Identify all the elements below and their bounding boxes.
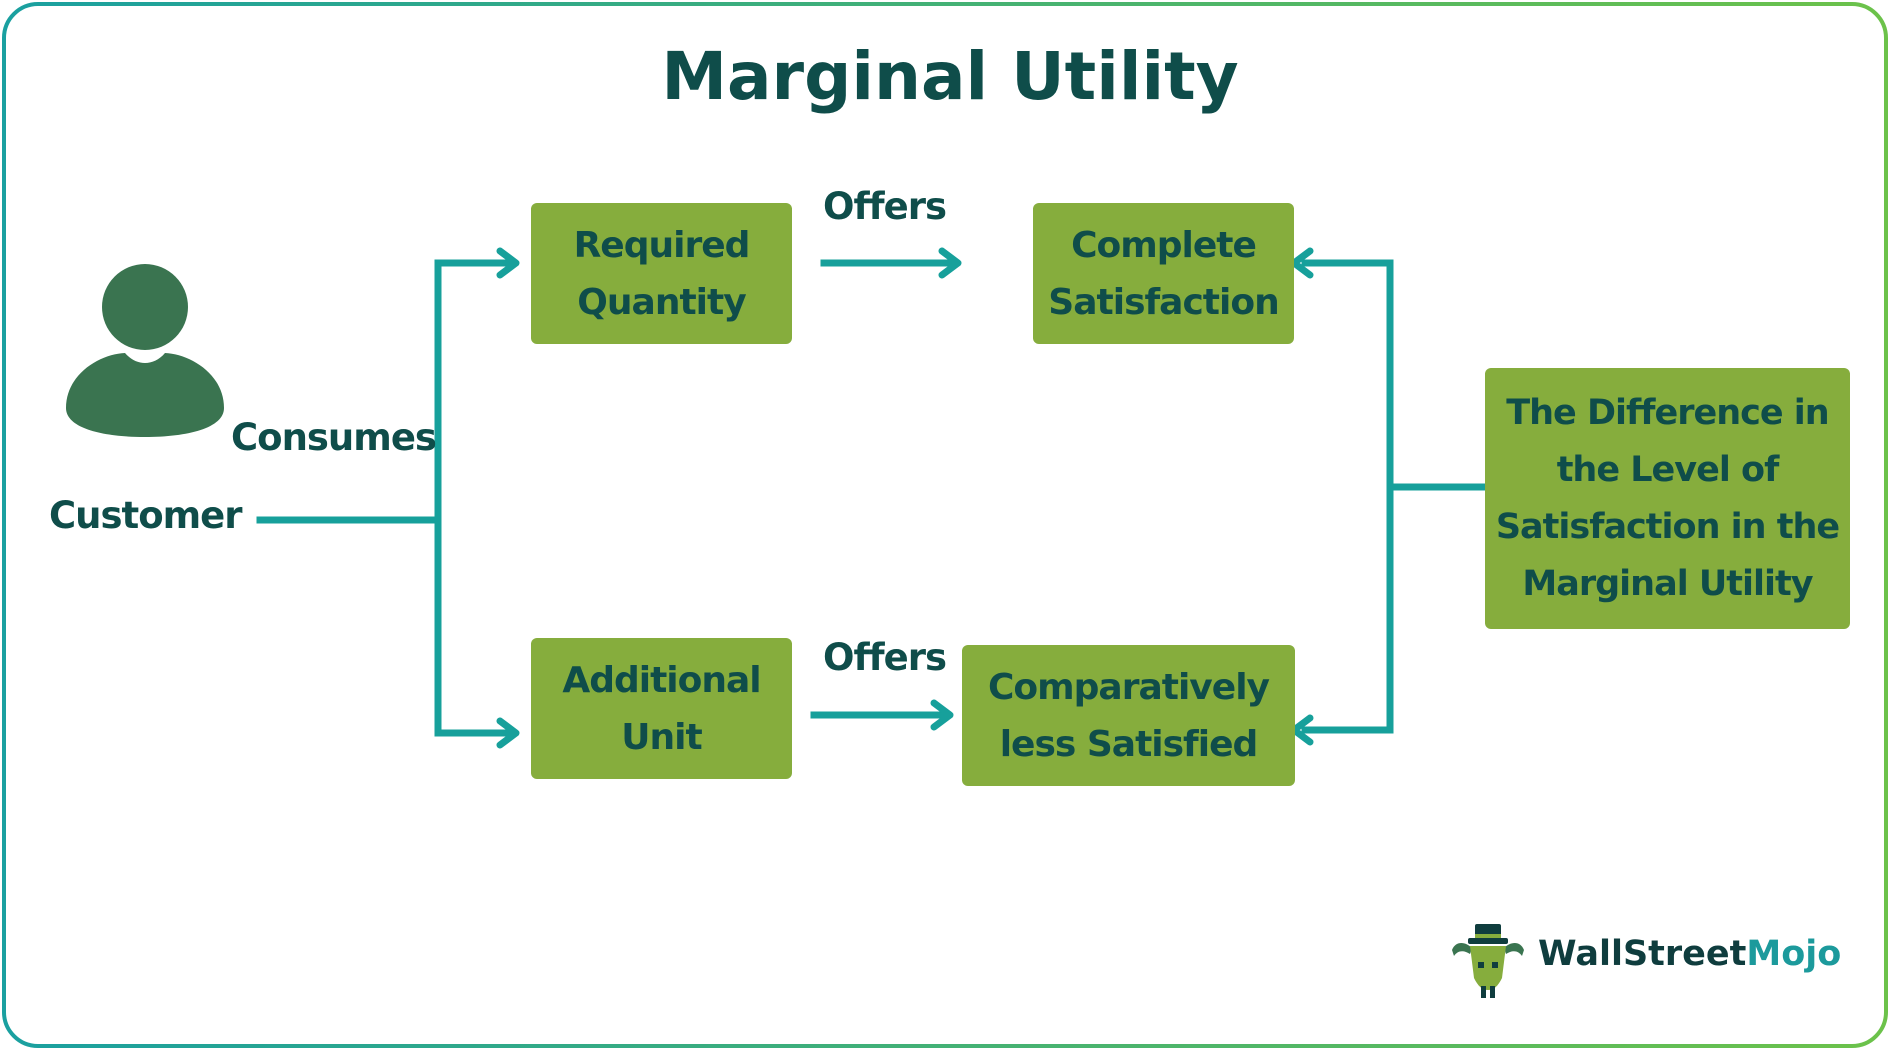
difference-in-satisfaction-box: The Difference in the Level of Satisfact…	[1485, 368, 1850, 629]
box-line: Complete	[1071, 224, 1257, 266]
arrow-from-difference-top	[1290, 247, 1314, 279]
bull-mascot-icon	[1452, 924, 1524, 998]
additional-unit-box: Additional Unit	[531, 638, 792, 779]
arrow-to-required-quantity	[496, 247, 520, 279]
box-line: Unit	[621, 716, 702, 758]
logo-text-part2: Mojo	[1746, 934, 1842, 974]
person-icon	[66, 264, 224, 437]
box-line: less Satisfied	[999, 723, 1259, 765]
diagram-title: Marginal Utility	[661, 38, 1239, 115]
logo-text-part1: WallStreet	[1538, 934, 1747, 974]
arrow-to-comparatively-less-satisfied	[930, 699, 954, 731]
arrow-to-complete-satisfaction	[938, 247, 962, 279]
comparatively-less-satisfied-box: Comparatively less Satisfied	[962, 645, 1295, 786]
logo-wordmark: WallStreetMojo	[1538, 934, 1841, 974]
box-line: Required	[573, 224, 751, 266]
wallstreetmojo-logo: WallStreetMojo	[1448, 920, 1841, 1000]
box-line: Comparatively	[987, 666, 1270, 708]
box-line: The Difference in	[1506, 392, 1829, 433]
box-line: Marginal Utility	[1522, 563, 1813, 604]
complete-satisfaction-box: Complete Satisfaction	[1033, 203, 1294, 344]
box-line: the Level of	[1556, 449, 1780, 490]
box-line: Quantity	[577, 281, 746, 323]
consumes-label: Consumes	[231, 416, 437, 459]
offers-top-label: Offers	[823, 185, 947, 228]
arrow-to-additional-unit	[496, 717, 520, 749]
customer-label: Customer	[49, 494, 243, 537]
box-line: Satisfaction	[1048, 281, 1279, 323]
box-line: Satisfaction in the	[1495, 506, 1840, 547]
required-quantity-box: Required Quantity	[531, 203, 792, 344]
box-line: Additional	[562, 659, 761, 701]
offers-bottom-label: Offers	[823, 636, 947, 679]
